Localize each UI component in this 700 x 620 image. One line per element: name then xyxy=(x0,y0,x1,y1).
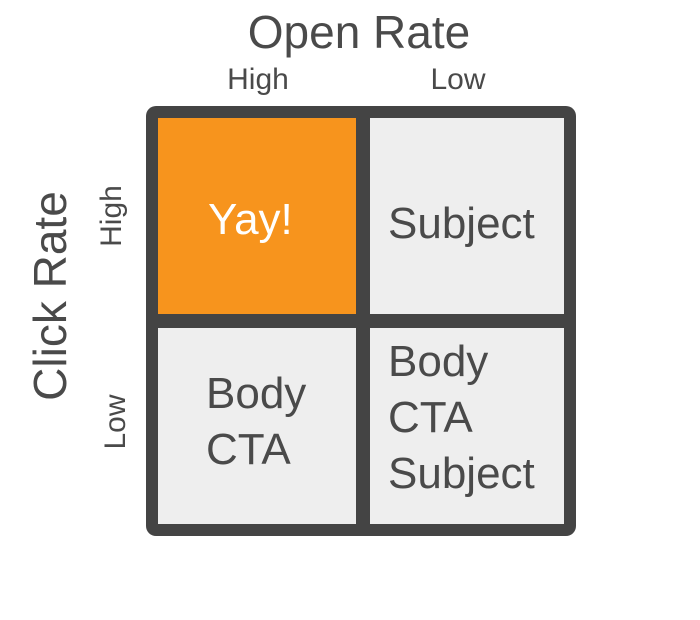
quadrant-grid: Yay! Subject Body CTA Body CTA Subject xyxy=(146,106,576,536)
quadrant-high-high: Yay! xyxy=(158,118,356,314)
column-label-high: High xyxy=(227,63,289,96)
column-label-low: Low xyxy=(430,63,486,96)
row-axis-title: Click Rate xyxy=(24,191,76,401)
row-label-low: Low xyxy=(99,394,132,450)
quadrant-text-line: CTA xyxy=(206,425,291,474)
quadrant-low-low: Body CTA Subject xyxy=(370,328,564,524)
quadrant-low-open-high-click: Subject xyxy=(370,118,564,314)
quadrant-text-line: Body xyxy=(206,369,307,418)
row-label-high: High xyxy=(95,185,128,247)
quadrant-text-line: Subject xyxy=(388,199,535,248)
quadrant-high-open-low-click: Body CTA xyxy=(158,328,356,524)
column-axis-title: Open Rate xyxy=(247,6,471,58)
quadrant-text-line: Body xyxy=(388,337,489,386)
quadrant-text-line: Yay! xyxy=(208,195,293,244)
quadrant-text-line: Subject xyxy=(388,449,535,498)
quadrant-text-line: CTA xyxy=(388,393,473,442)
